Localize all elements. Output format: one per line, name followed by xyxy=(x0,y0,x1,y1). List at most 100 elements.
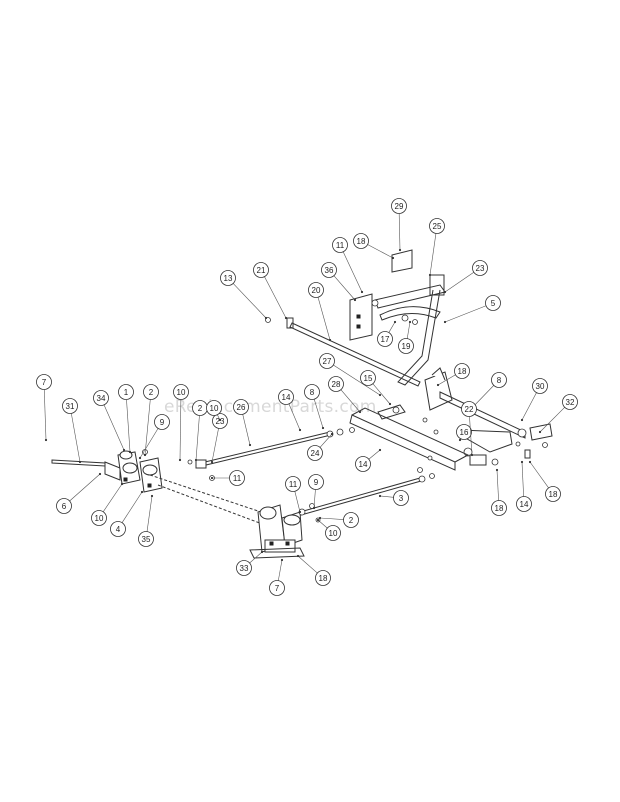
callout-arrowhead xyxy=(264,316,268,320)
callout-leader-line xyxy=(103,404,125,451)
callout-circle xyxy=(461,401,477,417)
callout-label: 35 xyxy=(142,535,151,544)
callout-leader-line xyxy=(367,244,394,259)
callout-7: 7 xyxy=(36,374,52,442)
callout-arrowhead xyxy=(358,410,362,414)
callout-leader-line xyxy=(313,399,324,429)
callout-label: 10 xyxy=(177,388,186,397)
callout-leader-line xyxy=(146,495,153,532)
callout-arrowhead xyxy=(44,438,48,442)
callout-arrowhead xyxy=(150,494,154,498)
callout-32: 32 xyxy=(538,394,578,434)
callout-circle xyxy=(532,378,548,394)
callout-leader-line xyxy=(529,461,549,489)
callout-circle xyxy=(154,414,170,430)
callout-label: 20 xyxy=(312,286,321,295)
callout-arrowhead xyxy=(98,472,102,476)
callout-6: 6 xyxy=(56,472,102,514)
callout-26: 26 xyxy=(233,399,252,447)
callout-arrowhead xyxy=(298,428,302,432)
callout-label: 7 xyxy=(42,378,47,387)
callout-leader-line xyxy=(319,433,333,448)
callout-label: 8 xyxy=(497,376,502,385)
callout-leader-line xyxy=(368,449,381,460)
callout-leader-line xyxy=(521,392,537,421)
callout-leader-line xyxy=(444,305,487,323)
callout-leader-line xyxy=(379,495,394,498)
callout-24: 24 xyxy=(307,432,334,461)
callout-leader-line xyxy=(340,389,361,413)
callout-label: 9 xyxy=(314,478,319,487)
callout-14: 14 xyxy=(355,448,382,472)
callout-label: 14 xyxy=(282,393,291,402)
callout-16: 16 xyxy=(456,424,472,442)
callout-arrowhead xyxy=(353,298,357,302)
callout-leader-line xyxy=(139,428,159,459)
callout-arrowhead xyxy=(210,460,214,464)
callout-21: 21 xyxy=(253,262,288,320)
callout-label: 29 xyxy=(395,202,404,211)
callout-arrowhead xyxy=(120,482,124,486)
callout-circle xyxy=(143,384,159,400)
callout-label: 25 xyxy=(433,222,442,231)
callout-arrowhead xyxy=(78,460,82,464)
callout-circle xyxy=(360,370,376,386)
callout-leader-line xyxy=(496,469,499,501)
callout-circle xyxy=(328,376,344,392)
callout-label: 21 xyxy=(257,266,266,275)
callout-label: 36 xyxy=(325,266,334,275)
callout-label: 26 xyxy=(237,403,246,412)
callout-28: 28 xyxy=(328,376,362,414)
callout-label: 22 xyxy=(465,405,474,414)
callout-arrowhead xyxy=(284,316,288,320)
callout-circle xyxy=(377,331,393,347)
callout-circle xyxy=(269,580,285,596)
callout-label: 5 xyxy=(491,299,496,308)
callout-circle xyxy=(56,498,72,514)
callout-label: 10 xyxy=(95,514,104,523)
callout-arrowhead xyxy=(408,320,412,324)
callout-30: 30 xyxy=(520,378,548,422)
callout-arrowhead xyxy=(360,290,364,294)
callout-label: 16 xyxy=(460,428,469,437)
callout-23: 23 xyxy=(210,413,228,464)
callout-circle xyxy=(308,474,324,490)
callout-label: 2 xyxy=(349,516,354,525)
callout-29: 29 xyxy=(391,198,407,252)
callout-circle xyxy=(173,384,189,400)
callout-leader-line xyxy=(242,414,251,446)
callout-leader-line xyxy=(179,399,182,461)
callout-leader-line xyxy=(69,473,101,502)
callout-9: 9 xyxy=(308,474,324,510)
callout-10: 10 xyxy=(316,518,341,541)
callout-leader-line xyxy=(249,551,263,564)
callout-leader-line xyxy=(121,491,143,523)
callout-circle xyxy=(393,490,409,506)
callout-label: 31 xyxy=(66,402,75,411)
callout-arrowhead xyxy=(378,494,382,498)
callout-arrowhead xyxy=(128,450,132,454)
callout-label: 10 xyxy=(210,404,219,413)
callout-leader-line xyxy=(406,321,411,339)
callout-leader-line xyxy=(264,276,287,319)
callout-leader-line xyxy=(398,213,401,251)
callout-circle xyxy=(545,486,561,502)
callout-18: 18 xyxy=(353,233,395,260)
callout-circle xyxy=(36,374,52,390)
callout-label: 23 xyxy=(476,264,485,273)
callout-arrowhead xyxy=(210,476,214,480)
callout-label: 4 xyxy=(116,525,121,534)
callout-leader-line xyxy=(297,555,318,574)
callout-circle xyxy=(454,363,470,379)
callout-36: 36 xyxy=(321,262,357,302)
callout-circle xyxy=(343,512,359,528)
callout-circle xyxy=(353,233,369,249)
callout-18: 18 xyxy=(528,460,561,502)
callout-arrowhead xyxy=(140,490,144,494)
callout-leader-line xyxy=(372,383,391,405)
callout-label: 2 xyxy=(149,388,154,397)
callout-label: 28 xyxy=(332,380,341,389)
callout-circle xyxy=(516,496,532,512)
